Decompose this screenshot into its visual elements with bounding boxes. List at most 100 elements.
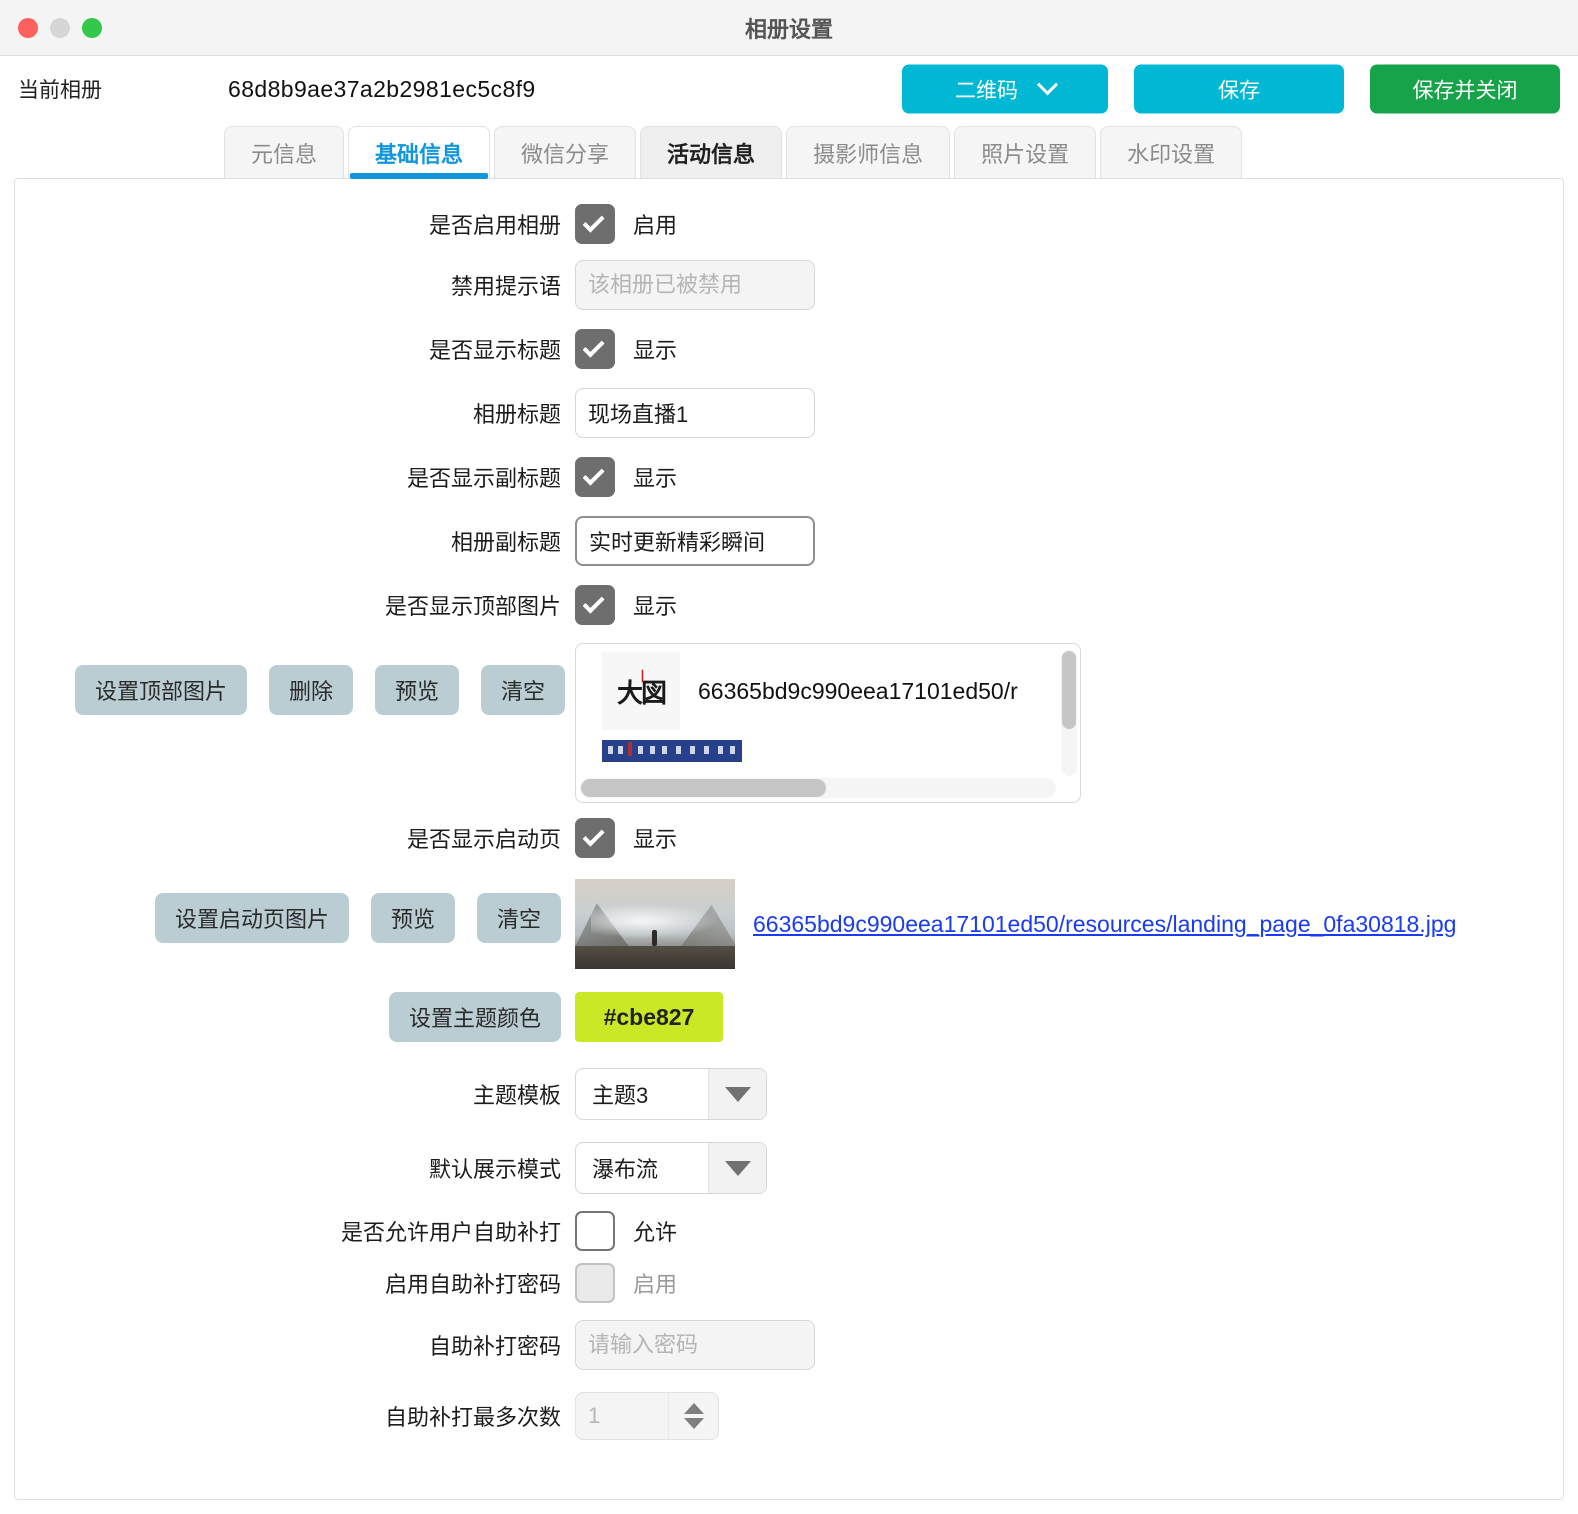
chevron-down-icon [1036,74,1059,96]
list-horizontal-scrollbar[interactable] [580,778,1056,798]
delete-top-image-button[interactable]: 删除 [269,665,354,715]
close-icon[interactable] [18,17,38,38]
check-icon [582,824,605,847]
disabled-tip-label: 禁用提示语 [450,274,561,299]
show-landing-checkbox-label: 显示 [633,827,678,852]
display-mode-label: 默认展示模式 [428,1157,561,1182]
tab-photo-settings[interactable]: 照片设置 [954,126,1097,178]
theme-template-select[interactable]: 主题3 [575,1068,767,1120]
save-and-close-button[interactable]: 保存并关闭 [1370,64,1560,114]
show-top-image-checkbox[interactable] [575,585,615,625]
list-item[interactable] [576,730,1080,762]
landing-page-thumbnail[interactable] [575,879,735,969]
display-mode-value: 瀑布流 [592,1157,659,1182]
tab-watermark-settings[interactable]: 水印设置 [1100,126,1243,178]
display-mode-select[interactable]: 瀑布流 [575,1142,767,1194]
album-title-label: 相册标题 [472,402,561,427]
theme-color-swatch[interactable]: #cbe827 [575,992,723,1042]
enable-album-label: 是否启用相册 [428,213,561,238]
disabled-tip-input[interactable] [575,260,815,310]
scrollbar-thumb[interactable] [581,779,826,797]
title-bar: 相册设置 [0,0,1578,56]
album-title-input[interactable] [575,388,815,438]
stepper-buttons [668,1393,718,1439]
show-title-checkbox[interactable] [575,329,615,369]
minimize-icon[interactable] [50,17,70,38]
blue-banner-thumbnail-icon [602,740,742,762]
stepper-up-icon[interactable] [683,1403,704,1414]
row-show-top-image: 是否显示顶部图片 显示 [15,573,1563,637]
tab-wechat-share[interactable]: 微信分享 [494,126,637,178]
clear-landing-image-button[interactable]: 清空 [476,893,561,943]
row-allow-reprint: 是否允许用户自助补打 允许 [15,1205,1563,1257]
row-enable-reprint-password: 启用自助补打密码 启用 [15,1257,1563,1309]
tab-meta-info[interactable]: 元信息 [224,126,345,178]
tab-activity-info[interactable]: 活动信息 [640,126,783,178]
album-subtitle-input[interactable] [575,516,815,566]
top-image-list[interactable]: 大丨図 66365bd9c990eea17101ed50/r [575,643,1081,803]
theme-template-label: 主题模板 [472,1083,561,1108]
tab-bar: 元信息 基础信息 微信分享 活动信息 摄影师信息 照片设置 水印设置 [0,122,1578,179]
qr-code-button[interactable]: 二维码 [902,64,1108,114]
check-icon [582,463,605,486]
triangle-down-icon [724,1160,751,1176]
enable-reprint-password-checkbox-label: 启用 [633,1272,678,1297]
reprint-max-count-value: 1 [588,1403,601,1428]
row-theme-color: 设置主题颜色 #cbe827 [15,977,1563,1057]
preview-landing-image-button[interactable]: 预览 [370,893,455,943]
row-landing-page-manager: 设置启动页图片 预览 清空 66365bd9c990eea17101ed50/r… [15,871,1563,977]
traffic-light-group [0,17,102,38]
header-actions: 二维码 保存 保存并关闭 [902,64,1560,114]
preview-top-image-button[interactable]: 预览 [375,665,460,715]
ground-shape [575,945,735,969]
check-icon [582,210,605,233]
tab-basic-info[interactable]: 基础信息 [348,126,491,179]
save-button[interactable]: 保存 [1134,64,1344,114]
scrollbar-thumb[interactable] [1062,651,1076,729]
show-top-image-label: 是否显示顶部图片 [384,594,561,619]
list-item-label: 66365bd9c990eea17101ed50/r [698,677,1018,704]
set-landing-image-button[interactable]: 设置启动页图片 [154,893,349,943]
enable-album-checkbox-label: 启用 [633,213,678,238]
qr-code-button-label: 二维码 [955,79,1018,102]
enable-album-checkbox[interactable] [575,204,615,244]
window-title: 相册设置 [744,16,833,42]
allow-reprint-checkbox-label: 允许 [633,1220,678,1245]
theme-color-button-wrap: 设置主题颜色 [15,992,575,1042]
row-enable-album: 是否启用相册 启用 [15,195,1563,253]
calligraphy-thumbnail-icon: 大丨図 [602,652,680,730]
list-vertical-scrollbar[interactable] [1061,650,1077,776]
show-subtitle-checkbox[interactable] [575,457,615,497]
dropdown-arrow-button[interactable] [708,1143,766,1193]
triangle-down-icon [724,1086,751,1102]
row-show-title: 是否显示标题 显示 [15,317,1563,381]
list-item[interactable]: 大丨図 66365bd9c990eea17101ed50/r [576,644,1080,730]
row-album-subtitle: 相册副标题 [15,509,1563,573]
basic-info-form: 是否启用相册 启用 禁用提示语 是否显示标题 显示 [15,179,1563,1451]
calligraphy-glyphs: 大丨図 [602,652,680,730]
row-disabled-tip: 禁用提示语 [15,253,1563,317]
red-mark-icon: 丨 [636,670,649,685]
flag-icon [628,742,632,756]
enable-reprint-password-checkbox [575,1263,615,1303]
row-show-landing-page: 是否显示启动页 显示 [15,805,1563,871]
tab-photographer-info[interactable]: 摄影师信息 [786,126,951,178]
set-top-image-button[interactable]: 设置顶部图片 [75,665,248,715]
clear-top-image-button[interactable]: 清空 [481,665,566,715]
theme-template-value: 主题3 [592,1083,649,1108]
maximize-icon[interactable] [82,17,102,38]
check-icon [582,591,605,614]
dropdown-arrow-button[interactable] [708,1069,766,1119]
check-icon [582,335,605,358]
set-theme-color-button[interactable]: 设置主题颜色 [388,992,561,1042]
reprint-max-count-label: 自助补打最多次数 [384,1405,561,1430]
current-album-label: 当前相册 [18,79,102,102]
stepper-down-icon[interactable] [683,1418,704,1429]
row-album-title: 相册标题 [15,381,1563,445]
landing-page-link[interactable]: 66365bd9c990eea17101ed50/resources/landi… [753,910,1457,937]
allow-reprint-checkbox[interactable] [575,1211,615,1251]
row-reprint-max-count: 自助补打最多次数 1 [15,1381,1563,1451]
reprint-password-label: 自助补打密码 [428,1334,561,1359]
show-landing-checkbox[interactable] [575,818,615,858]
show-top-image-checkbox-label: 显示 [633,594,678,619]
